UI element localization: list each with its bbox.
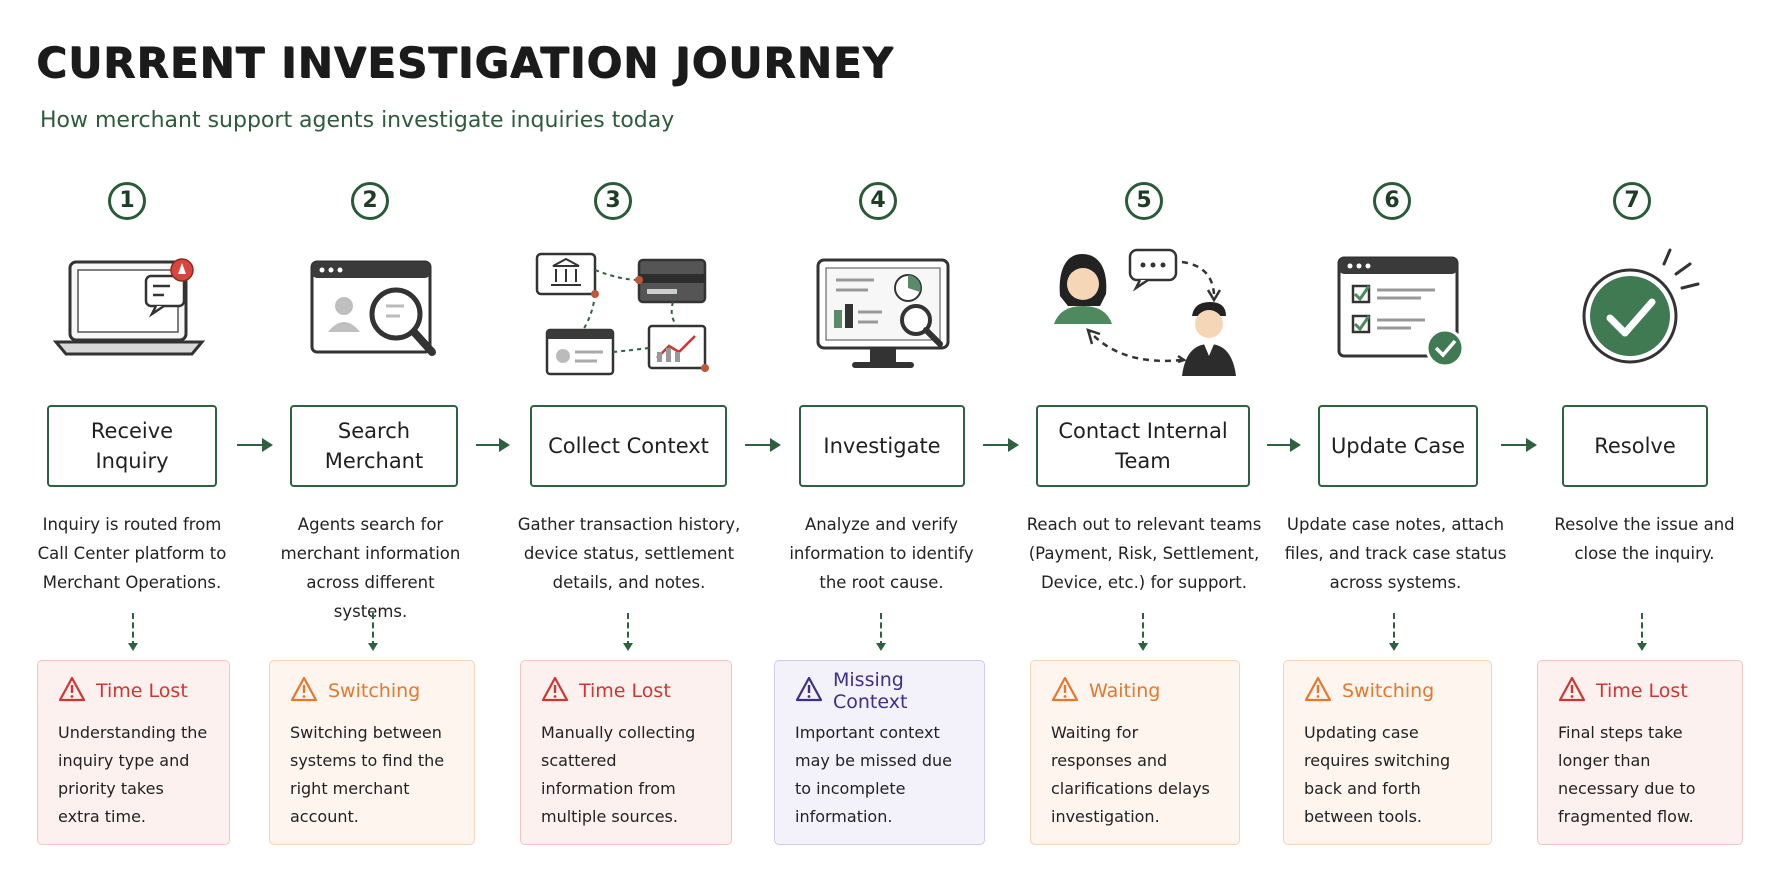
step-description-5: Reach out to relevant teams (Payment, Ri… <box>1026 515 1262 592</box>
step-description-3: Gather transaction history, device statu… <box>517 515 741 592</box>
step-box-update-case[interactable]: Update Case <box>1318 405 1478 487</box>
step-box-collect-context[interactable]: Collect Context <box>530 405 727 487</box>
connected-sources-icon <box>533 240 713 384</box>
step-number-2: 2 <box>351 182 389 220</box>
pain-card-2: Switching Switching between systems to f… <box>269 660 475 845</box>
step-description-7: Resolve the issue and close the inquiry. <box>1554 515 1735 563</box>
warning-icon <box>58 676 86 706</box>
step-description-6: Update case notes, attach files, and tra… <box>1284 515 1507 592</box>
pain-type-label: Switching <box>328 680 421 702</box>
pain-card-1: Time Lost Understanding the inquiry type… <box>37 660 230 845</box>
pain-type-label: Time Lost <box>579 680 671 702</box>
step-number-1: 1 <box>108 182 146 220</box>
warning-icon <box>795 676 823 706</box>
pain-text: Updating case requires switching back an… <box>1304 723 1451 826</box>
step-box-investigate[interactable]: Investigate <box>799 405 965 487</box>
pain-text: Understanding the inquiry type and prior… <box>58 723 208 826</box>
step-description-1: Inquiry is routed from Call Center platf… <box>37 515 227 592</box>
step-number-4: 4 <box>859 182 897 220</box>
pain-type-label: Missing Context <box>833 669 908 713</box>
warning-icon <box>541 676 569 706</box>
step-box-receive-inquiry[interactable]: Receive Inquiry <box>47 405 217 487</box>
warning-icon <box>1304 676 1332 706</box>
check-circle-icon <box>1574 240 1714 374</box>
dashed-connector-1 <box>128 613 138 651</box>
warning-icon <box>1051 676 1079 706</box>
pain-text: Waiting for responses and clarifications… <box>1051 723 1210 826</box>
pain-card-4: Missing Context Important context may be… <box>774 660 985 845</box>
pain-text: Important context may be missed due to i… <box>795 723 952 826</box>
people-communication-icon <box>1042 240 1242 394</box>
pain-type-label: Time Lost <box>1596 680 1688 702</box>
case-checklist-icon <box>1335 240 1475 384</box>
dashed-connector-2 <box>368 613 378 651</box>
pain-text: Final steps take longer than necessary d… <box>1558 723 1696 826</box>
pain-card-7: Time Lost Final steps take longer than n… <box>1537 660 1743 845</box>
pain-type-label: Switching <box>1342 680 1435 702</box>
step-number-5: 5 <box>1125 182 1163 220</box>
flow-arrow-4-5 <box>983 438 1019 452</box>
flow-arrow-6-7 <box>1501 438 1537 452</box>
step-description-4: Analyze and verify information to identi… <box>789 515 974 592</box>
step-box-search-merchant[interactable]: Search Merchant <box>290 405 458 487</box>
dashed-connector-6 <box>1389 613 1399 651</box>
step-box-contact-internal-team[interactable]: Contact Internal Team <box>1036 405 1250 487</box>
pain-card-6: Switching Updating case requires switchi… <box>1283 660 1492 845</box>
step-box-resolve[interactable]: Resolve <box>1562 405 1708 487</box>
pain-text: Switching between systems to find the ri… <box>290 723 445 826</box>
flow-arrow-2-3 <box>476 438 510 452</box>
warning-icon <box>290 676 318 706</box>
page-title: CURRENT INVESTIGATION JOURNEY <box>36 38 894 87</box>
dashed-connector-4 <box>876 613 886 651</box>
pain-card-5: Waiting Waiting for responses and clarif… <box>1030 660 1240 845</box>
page-subtitle: How merchant support agents investigate … <box>40 108 675 133</box>
step-number-3: 3 <box>594 182 632 220</box>
browser-search-icon <box>308 240 448 374</box>
dashed-connector-3 <box>623 613 633 651</box>
laptop-notification-icon <box>52 240 210 364</box>
step-description-2: Agents search for merchant information a… <box>280 515 461 621</box>
pain-type-label: Waiting <box>1089 680 1161 702</box>
warning-icon <box>1558 676 1586 706</box>
monitor-analysis-icon <box>812 240 962 384</box>
dashed-connector-7 <box>1637 613 1647 651</box>
step-number-7: 7 <box>1613 182 1651 220</box>
flow-arrow-5-6 <box>1267 438 1301 452</box>
flow-arrow-3-4 <box>745 438 781 452</box>
pain-type-label: Time Lost <box>96 680 188 702</box>
dashed-connector-5 <box>1138 613 1148 651</box>
pain-text: Manually collecting scattered informatio… <box>541 723 696 826</box>
pain-card-3: Time Lost Manually collecting scattered … <box>520 660 732 845</box>
step-number-6: 6 <box>1373 182 1411 220</box>
flow-arrow-1-2 <box>237 438 273 452</box>
